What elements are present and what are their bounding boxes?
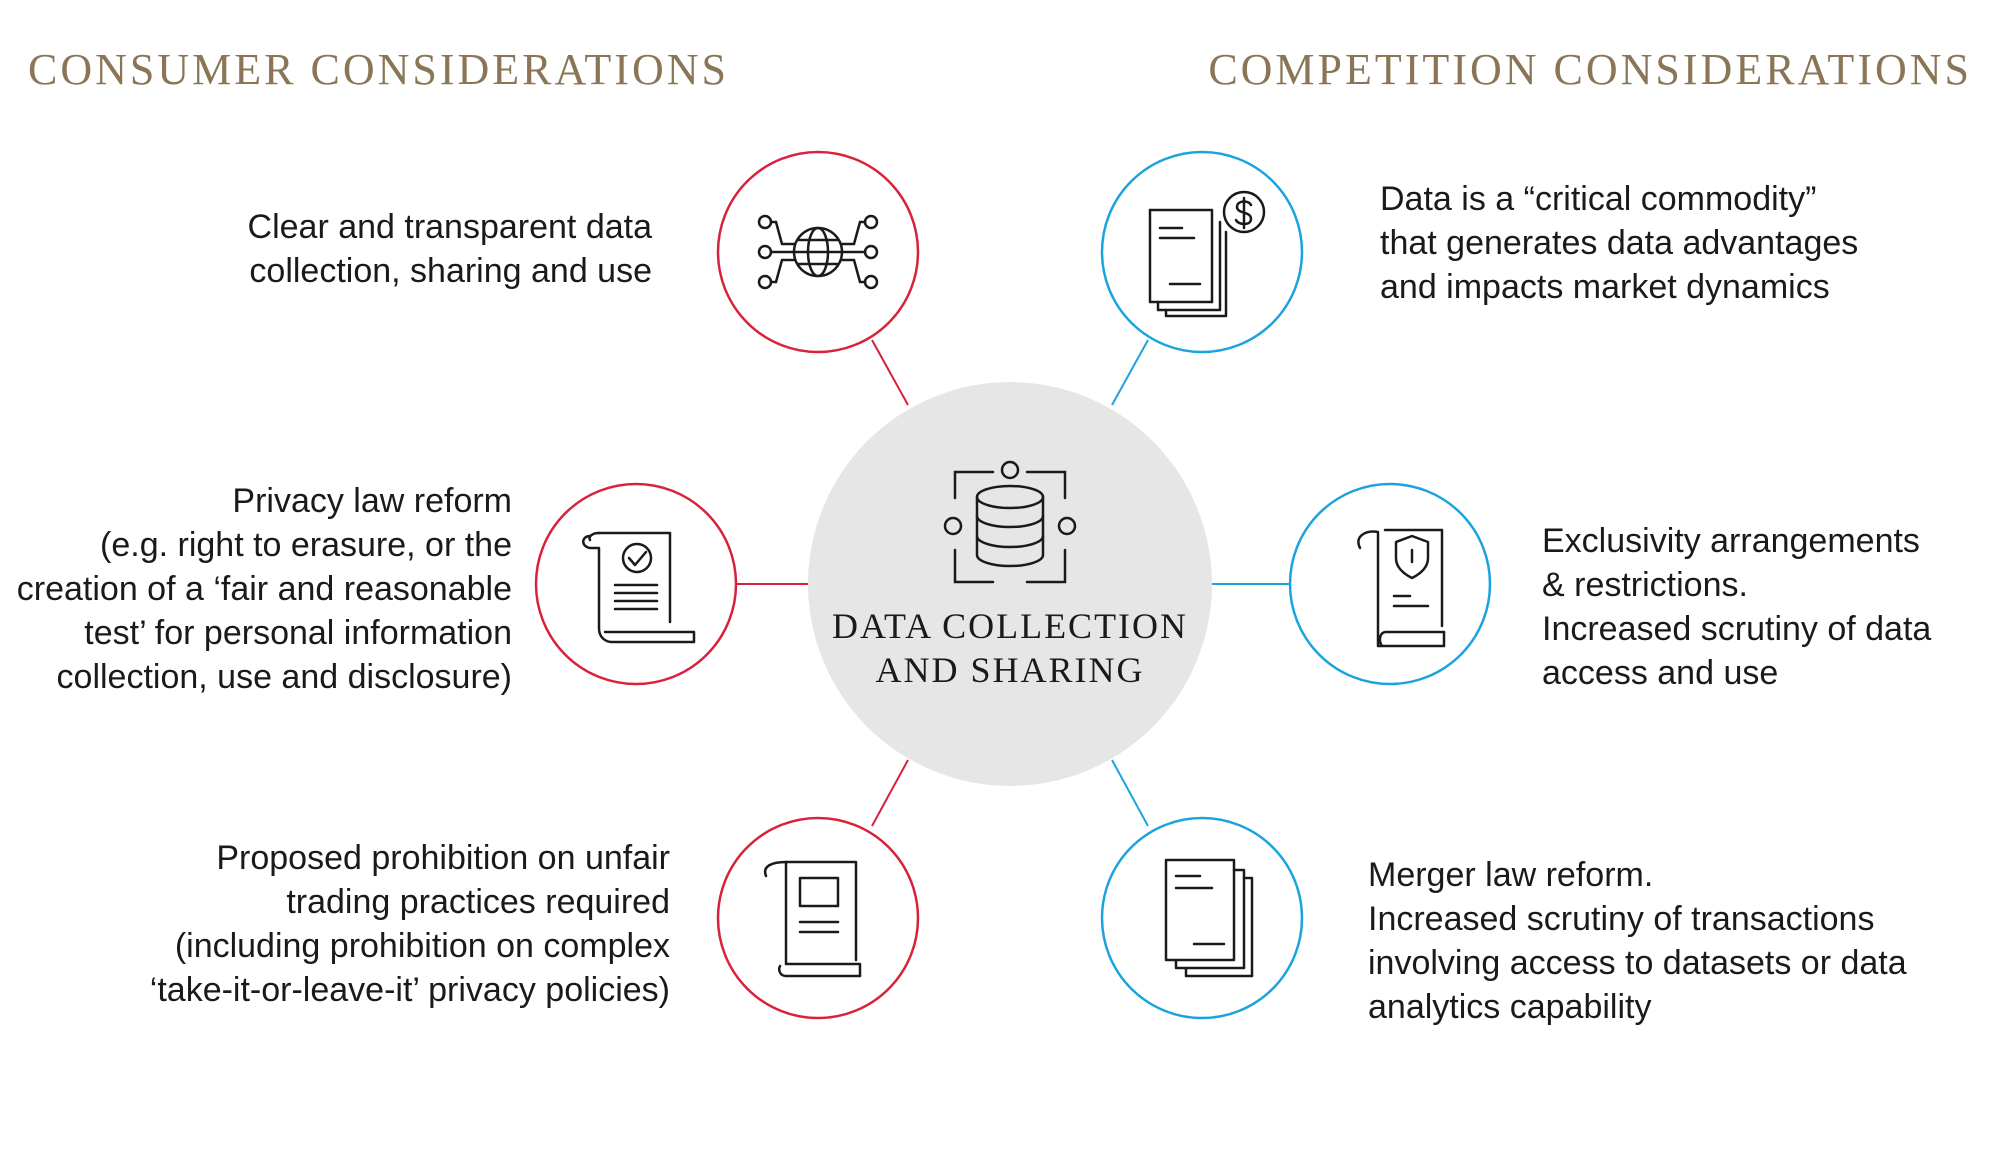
policy-document-icon [763,860,862,978]
competition-circle-1 [1100,150,1304,354]
database-icon [943,460,1077,584]
competition-item-2-text: Exclusivity arrangements & restrictions.… [1542,522,1932,692]
connector-consumer-3 [871,759,909,827]
competition-circle-2 [1288,482,1492,686]
consumer-item-1-text: Clear and transparent data collection, s… [247,208,652,290]
consumer-item-2-text: Privacy law reform (e.g. right to erasur… [16,482,512,696]
connector-competition-1 [1111,339,1149,406]
competition-heading: COMPETITION CONSIDERATIONS [1208,45,1972,94]
approved-document-icon [582,531,696,644]
competition-circle-3 [1100,816,1304,1020]
document-dollar-icon [1148,190,1266,318]
shield-document-icon [1357,528,1446,648]
competition-item-3-text: Merger law reform. Increased scrutiny of… [1368,856,1907,1026]
competition-item-1-text: Data is a “critical commodity” that gene… [1380,180,1859,306]
consumer-item-3-text: Proposed prohibition on unfair trading p… [149,839,670,1009]
hub-circle [808,382,1212,786]
connector-consumer-1 [871,339,909,406]
consumer-circle-3 [716,816,920,1020]
connector-competition-3 [1111,759,1149,827]
consumer-heading: CONSUMER CONSIDERATIONS [28,45,729,94]
connectors [736,339,1290,827]
documents-stack-icon [1164,858,1254,978]
hub-title: DATA COLLECTION AND SHARING [831,606,1189,690]
network-globe-icon [757,214,879,290]
